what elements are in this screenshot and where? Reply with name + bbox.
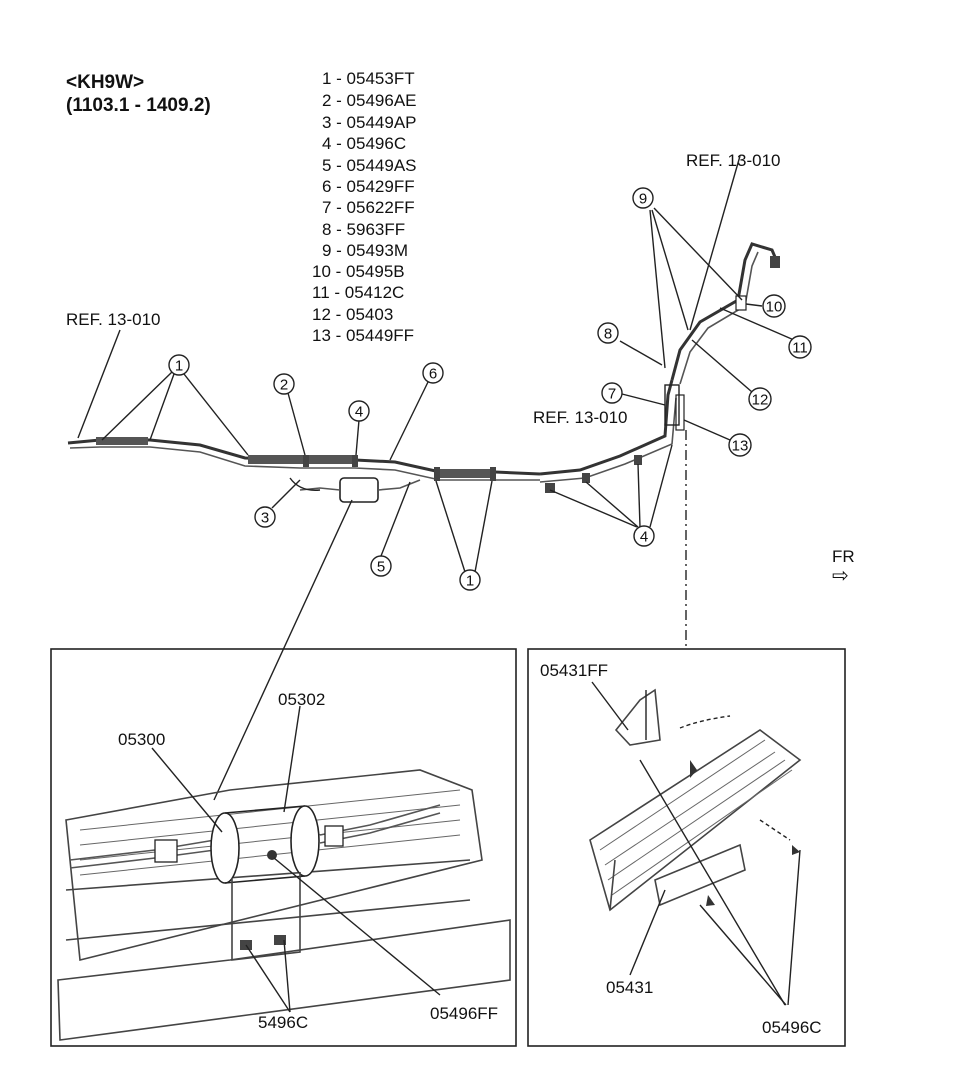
callout-1a: 1 — [168, 354, 190, 376]
svg-text:13: 13 — [732, 438, 749, 455]
tube-connector — [735, 295, 747, 311]
svg-text:12: 12 — [752, 392, 769, 409]
detail-leader-line — [213, 499, 353, 801]
line-clip — [303, 455, 309, 467]
svg-text:1: 1 — [175, 358, 183, 375]
ref-label-mid-right: REF. 13-010 — [533, 408, 628, 427]
parts-list-row: 8 - 5963FF — [322, 220, 405, 239]
callout-6: 6 — [422, 362, 444, 384]
callouts: 1 2 4 6 3 5 1 4 7 8 9 10 11 12 13 — [168, 187, 812, 591]
svg-text:6: 6 — [429, 366, 437, 383]
detail-box-left: 05300 05302 5496C 05496FF — [50, 648, 517, 1047]
parts-list-row: 9 - 05493M — [322, 241, 408, 260]
label-05431: 05431 — [606, 978, 653, 997]
label-05431FF: 05431FF — [540, 661, 608, 680]
fr-label: FR — [832, 547, 855, 566]
svg-text:4: 4 — [640, 529, 648, 546]
fr-arrow-icon: ⇨ — [832, 565, 849, 587]
model-code: <KH9W> — [66, 72, 144, 93]
svg-text:7: 7 — [608, 386, 616, 403]
callout-4b: 4 — [633, 525, 655, 547]
fuel-filter — [339, 477, 379, 503]
fuel-line-assembly — [67, 242, 780, 648]
front-direction-indicator: FR ⇨ — [832, 547, 855, 587]
svg-text:8: 8 — [604, 326, 612, 343]
label-05300: 05300 — [118, 730, 165, 749]
label-05496FF: 05496FF — [430, 1004, 498, 1023]
label-05496C: 05496C — [762, 1018, 822, 1037]
line-clip — [545, 483, 555, 493]
parts-list-row: 6 - 05429FF — [322, 177, 415, 196]
callout-12: 12 — [748, 387, 772, 411]
parts-list-row: 12 - 05403 — [312, 305, 393, 324]
svg-text:5: 5 — [377, 559, 385, 576]
callout-13: 13 — [728, 433, 752, 457]
callout-11: 11 — [788, 335, 812, 359]
svg-text:4: 4 — [355, 404, 363, 421]
detail-box-right: 05431FF 05431 05496C — [527, 648, 846, 1047]
svg-text:10: 10 — [766, 299, 783, 316]
callout-2: 2 — [273, 373, 295, 395]
line-clip — [434, 467, 440, 481]
parts-list: 1 - 05453FT 2 - 05496AE 3 - 05449AP 4 - … — [312, 69, 417, 345]
label-05302: 05302 — [278, 690, 325, 709]
protector-sleeve — [96, 437, 148, 445]
line-clip — [352, 455, 358, 467]
line-clip — [582, 473, 590, 483]
label-5496C: 5496C — [258, 1013, 308, 1032]
callout-4a: 4 — [348, 400, 370, 422]
date-range: (1103.1 - 1409.2) — [66, 95, 211, 116]
callout-9: 9 — [632, 187, 654, 209]
parts-list-row: 1 - 05453FT — [322, 69, 415, 88]
parts-list-row: 5 - 05449AS — [322, 156, 417, 175]
svg-text:11: 11 — [792, 340, 808, 357]
parts-list-row: 3 - 05449AP — [322, 113, 417, 132]
parts-list-row: 13 - 05449FF — [312, 326, 414, 345]
callout-1b: 1 — [459, 569, 481, 591]
callout-7: 7 — [601, 382, 623, 404]
svg-text:9: 9 — [639, 191, 647, 208]
leader-lines — [77, 155, 795, 573]
callout-8: 8 — [597, 322, 619, 344]
svg-text:3: 3 — [261, 510, 269, 527]
parts-list-row: 2 - 05496AE — [322, 91, 417, 110]
callout-10: 10 — [762, 294, 786, 318]
ref-label-top-right: REF. 13-010 — [686, 151, 781, 170]
parts-list-row: 11 - 05412C — [312, 283, 404, 302]
parts-list-row: 4 - 05496C — [322, 134, 406, 153]
line-clip — [490, 467, 496, 481]
line-clip — [634, 455, 642, 465]
parts-list-row: 10 - 05495B — [312, 262, 405, 281]
protector-sleeve — [438, 469, 496, 478]
callout-5: 5 — [370, 555, 392, 577]
callout-3: 3 — [254, 506, 276, 528]
ref-label-left: REF. 13-010 — [66, 310, 161, 329]
svg-text:2: 2 — [280, 377, 288, 394]
svg-text:1: 1 — [466, 573, 474, 590]
parts-list-row: 7 - 05622FF — [322, 198, 415, 217]
